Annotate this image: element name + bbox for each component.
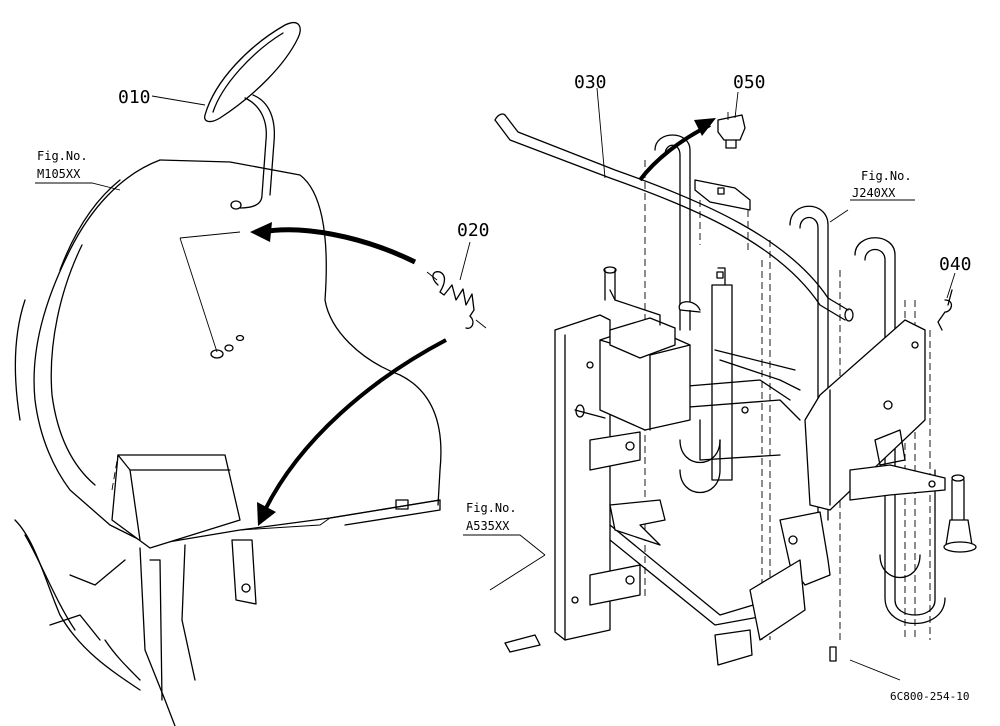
installation-arrow-right [638,118,716,182]
fig-ref-label-a535: Fig.No. [466,501,517,515]
installation-arrows-left [250,222,447,526]
part-040-pin[interactable] [937,272,956,331]
fender-assembly [14,159,442,726]
part-label-030: 030 [574,72,607,93]
fig-ref-code-j240: J240XX [852,186,896,200]
part-050-clip[interactable] [717,91,746,149]
drawing-code: 6C800-254-10 [890,690,969,703]
part-label-020: 020 [457,220,490,241]
figure-reference-labels: Fig.No. M105XX Fig.No. J240XX Fig.No. A5… [37,149,912,533]
part-label-050: 050 [733,72,766,93]
radiator-assembly [504,134,977,666]
part-030-rod[interactable] [494,87,854,322]
part-020-spring[interactable] [426,241,487,329]
part-number-labels: 010 020 030 040 050 [118,72,972,275]
fig-ref-label-m105: Fig.No. [37,149,88,163]
fig-ref-leaders [35,182,915,681]
part-010-mirror[interactable] [151,22,301,210]
fig-ref-code-m105: M105XX [37,167,81,181]
part-label-010: 010 [118,87,151,108]
fig-ref-label-j240: Fig.No. [861,169,912,183]
fig-ref-code-a535: A535XX [466,519,510,533]
part-label-040: 040 [939,254,972,275]
